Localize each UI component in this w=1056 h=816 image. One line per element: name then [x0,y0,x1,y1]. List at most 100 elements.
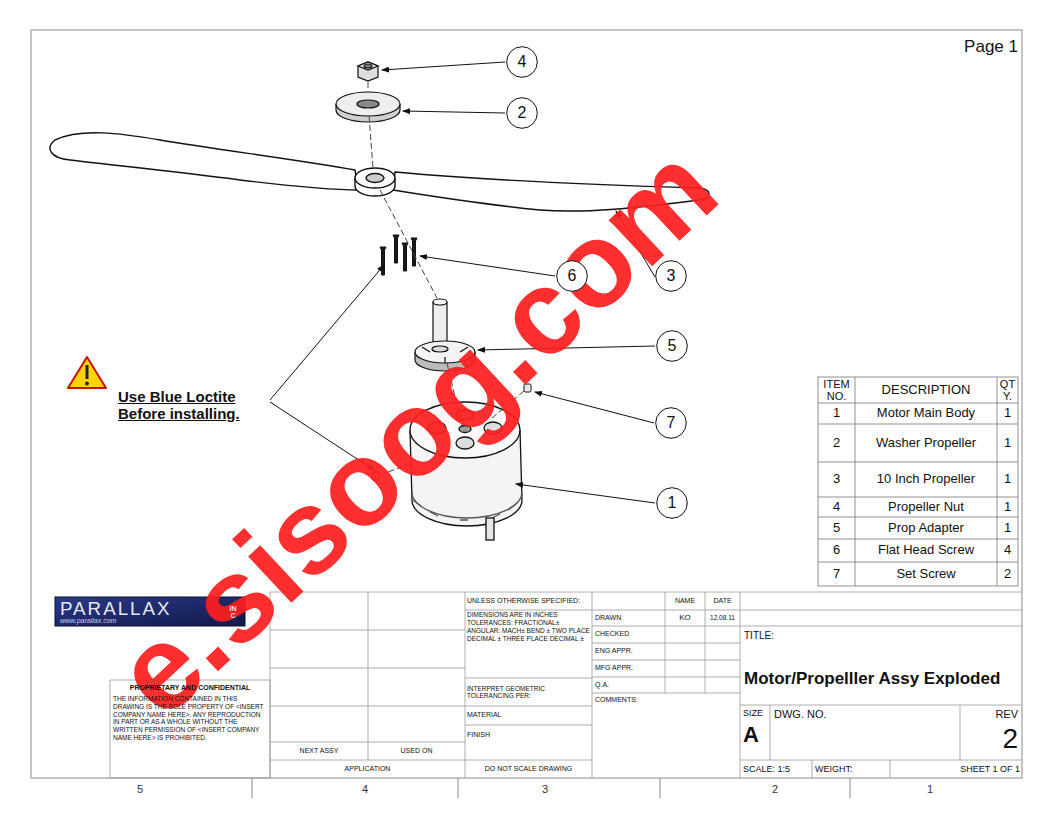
title-block-grid [890,760,891,778]
title-block-field: CHECKED [595,626,663,643]
title-block-grid [270,760,592,761]
bom-table-grid [818,377,1018,586]
propeller-nut [364,64,372,68]
title-block-grid [270,706,465,707]
bom-table-grid [855,377,856,586]
propeller [50,133,358,190]
sheet-frame [31,30,1022,798]
callout-number: 4 [518,53,527,71]
table-cell: 3 [819,463,854,496]
title-block-grid [740,626,1022,627]
table-cell: Motor Main Body [856,404,996,423]
title-block-field: PROPRIETARY AND CONFIDENTIAL [110,682,270,694]
title-block-grid [740,705,1022,706]
table-cell: Washer Propeller [856,425,996,461]
title-block-field: TITLE: [744,627,824,645]
leader-lines [535,392,654,423]
title-block-field: Q.A. [595,677,663,693]
table-cell: 4 [998,540,1017,561]
title-block-grid [740,592,741,778]
warning-icon [86,365,89,379]
callout-number: 7 [667,414,676,432]
bom-table-grid [997,377,998,586]
leader-lines [382,62,505,70]
title-block-field: DWG. NO. [774,707,914,721]
prop-adapter [433,299,447,305]
callout-bubble: 6 [556,260,588,292]
title-block-grid [592,677,740,678]
title-block-field: MATERIAL [467,706,591,724]
sheet-frame [660,778,661,798]
drawing-title: Motor/Propelller Assy Exploded [744,662,1020,696]
title-block-grid [592,610,740,611]
title-block-field: KO [665,610,705,626]
callout-bubble: 7 [655,407,687,439]
bom-table-grid [818,497,1018,498]
title-block-grid [665,592,666,693]
table-cell: Propeller Nut [856,498,996,516]
title-block-field: NAME [665,592,705,610]
table-cell: 1 [998,518,1017,538]
title-block-grid [592,660,740,661]
table-cell: 1 [998,463,1017,496]
table-cell: 10 Inch Propeller [856,463,996,496]
table-cell: 2 [998,563,1017,585]
sheet-frame [31,30,1022,778]
bom-table-grid [818,517,1018,518]
title-block-grid [368,592,369,760]
title-block-grid [770,705,771,760]
flat-head-screws [380,235,417,275]
title-block-field: DIMENSIONS ARE IN INCHES TOLERANCES: FRA… [467,611,591,677]
warning-note: Use Blue Loctite Before installing. [118,384,268,426]
title-block-grid [592,626,740,627]
title-block-field: MFG APPR. [595,660,663,677]
flat-head-screws [411,238,417,266]
title-block-grid [740,610,1022,611]
bom-table-grid [818,377,1018,586]
callout-circle [656,261,687,292]
washer [336,92,400,116]
propeller-nut [358,62,378,81]
leader-lines [516,484,655,503]
callout-bubble: 4 [506,46,538,78]
bom-table-grid [818,562,1018,563]
title-block-field: THE INFORMATION CONTAINED IN THIS DRAWIN… [113,695,268,777]
table-header: QTY. [998,378,1017,402]
title-block-field: NEXT ASSY [270,742,368,760]
callout-number: 1 [668,494,677,512]
watermark: e.sisoog.com [88,118,743,742]
bom-table-grid [818,462,1018,463]
warning-icon [68,357,106,388]
title-block-field: WEIGHT: [815,760,887,778]
zone-number: 3 [535,781,555,797]
sheet-frame [252,778,253,798]
callout-circle [557,261,588,292]
leader-lines [403,111,505,113]
title-block-grid [465,592,466,778]
logo-text: www.parallax.com [60,616,170,626]
table-cell: 1 [998,425,1017,461]
propeller [355,168,395,188]
title-block-grid [465,678,592,679]
table-cell: Prop Adapter [856,518,996,538]
bom-table-grid [818,424,1018,425]
sheet-frame [850,778,851,798]
zone-number: 4 [355,781,375,797]
title-block-field: 12.08.11 [705,610,740,626]
title-block-field: SIZE [743,707,769,719]
table-cell: 6 [819,540,854,561]
title-block-field: SHEET 1 OF 1 [893,760,1020,778]
table-cell: 2 [819,425,854,461]
logo-text: INC [228,598,238,625]
table-header: ITEM NO. [819,378,854,402]
title-block-field: INTERPRET GEOMETRIC TOLERANCING PER: [467,679,591,705]
title-block-grid [465,706,592,707]
title-block-field: SCALE: 1:5 [743,760,811,778]
motor [486,518,494,540]
table-cell: 1 [998,404,1017,423]
title-block-field: UNLESS OTHERWISE SPECIFIED: [467,592,591,610]
title-block-field: A [743,719,769,751]
title-block-grid [270,742,465,743]
callout-bubble: 1 [656,487,688,519]
propeller-nut [358,62,378,70]
